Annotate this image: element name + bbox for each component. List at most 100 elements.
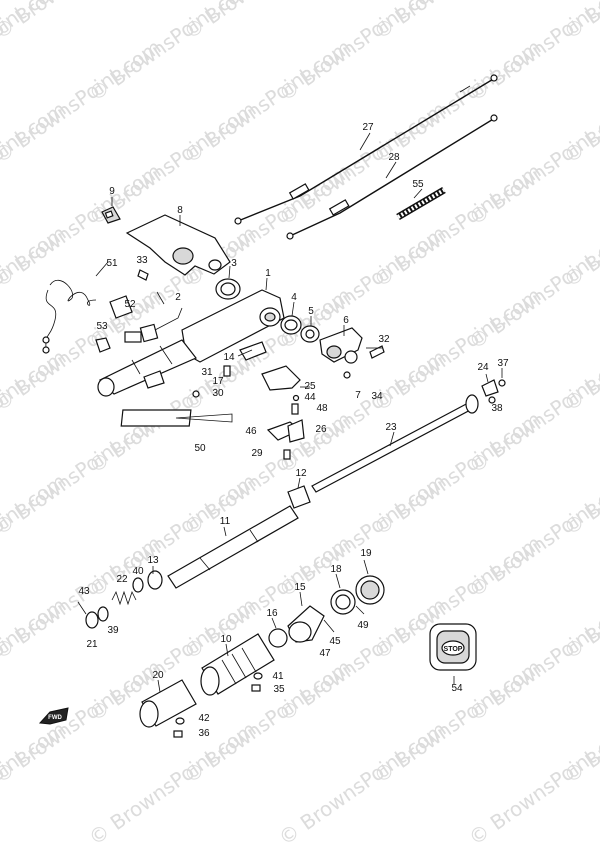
bushing-16[interactable] <box>268 628 288 648</box>
screw-36[interactable] <box>173 730 183 738</box>
callout-26: 26 <box>315 424 327 435</box>
screw-45[interactable] <box>323 619 335 633</box>
screw-30[interactable] <box>192 390 200 398</box>
callout-48: 48 <box>316 403 328 414</box>
callout-10: 10 <box>220 634 232 645</box>
nut-39[interactable] <box>97 606 109 622</box>
callout-4: 4 <box>291 292 297 303</box>
callout-12: 12 <box>295 468 307 479</box>
throttle-shaft-23[interactable] <box>311 394 479 493</box>
callout-54: 54 <box>451 683 463 694</box>
ring-4[interactable] <box>280 315 302 335</box>
screw-29[interactable] <box>283 449 291 460</box>
clamp-17[interactable] <box>143 370 165 389</box>
pin-44[interactable] <box>292 394 300 402</box>
plug-42[interactable] <box>175 717 185 725</box>
watermark-text: © BrownsPoint.com <box>0 469 70 602</box>
callout-35: 35 <box>273 684 285 695</box>
cable-27[interactable] <box>234 74 498 225</box>
bracket-14[interactable] <box>239 341 267 361</box>
callout-22: 22 <box>116 574 128 585</box>
stop-switch-body[interactable] <box>124 307 183 343</box>
callout-25: 25 <box>304 381 316 392</box>
washer-34[interactable] <box>343 371 351 379</box>
callout-28: 28 <box>388 152 400 163</box>
plate-9[interactable] <box>101 206 121 224</box>
spring-48[interactable] <box>291 403 299 415</box>
washer-40[interactable] <box>132 577 144 593</box>
callout-47: 47 <box>319 648 331 659</box>
nut-37[interactable] <box>498 379 506 387</box>
callout-52: 52 <box>124 299 136 310</box>
label-plate-50[interactable] <box>120 409 233 427</box>
grip-cap-15[interactable] <box>287 605 325 643</box>
protector-tube-55[interactable] <box>396 186 446 221</box>
callout-27: 27 <box>362 122 374 133</box>
throttle-grip-10[interactable] <box>200 633 275 696</box>
callout-14: 14 <box>223 352 235 363</box>
cam-7[interactable] <box>344 350 358 364</box>
callout-51: 51 <box>106 258 118 269</box>
watermark-text: © BrownsPoint.com <box>0 717 70 850</box>
spring-22[interactable] <box>111 590 137 606</box>
callout-40: 40 <box>132 566 144 577</box>
bushing-26[interactable] <box>287 419 305 443</box>
callout-11: 11 <box>220 516 231 527</box>
callout-44: 44 <box>304 392 316 403</box>
callout-36: 36 <box>198 728 210 739</box>
plug-41[interactable] <box>253 672 263 680</box>
callout-55: 55 <box>412 179 424 190</box>
screw-49[interactable] <box>355 605 365 615</box>
callout-31: 31 <box>201 367 213 378</box>
callout-16: 16 <box>266 608 278 619</box>
watermark-text: © BrownsPoint.com <box>0 221 70 354</box>
clip-52[interactable] <box>109 295 133 319</box>
callout-53: 53 <box>96 321 108 332</box>
callout-49: 49 <box>357 620 369 631</box>
watermark-text: © BrownsPoint.com <box>0 345 70 478</box>
collar-21[interactable] <box>85 611 99 629</box>
cam-bracket-6[interactable] <box>319 327 363 363</box>
lanyard-coil-51[interactable] <box>42 279 97 354</box>
cable-28[interactable] <box>286 114 498 240</box>
link-25[interactable] <box>261 365 301 391</box>
callout-37: 37 <box>497 358 509 369</box>
grip-end-20[interactable] <box>139 679 197 728</box>
bolt-33[interactable] <box>137 269 149 281</box>
friction-plate-18[interactable] <box>330 589 356 615</box>
callout-6: 6 <box>343 315 349 326</box>
callout-50: 50 <box>194 443 206 454</box>
bracket-8[interactable] <box>125 214 231 276</box>
pin-43[interactable] <box>77 601 87 615</box>
bracket-12[interactable] <box>287 485 311 509</box>
callout-29: 29 <box>251 448 263 459</box>
callout-39: 39 <box>107 625 119 636</box>
throttle-tube-11[interactable] <box>167 505 299 589</box>
nut-53[interactable] <box>95 337 111 353</box>
callout-23: 23 <box>385 422 397 433</box>
callout-42: 42 <box>198 713 210 724</box>
ring-gear-19[interactable] <box>355 575 385 605</box>
callout-34: 34 <box>371 391 383 402</box>
callout-21: 21 <box>86 639 98 650</box>
callout-33: 33 <box>136 255 148 266</box>
screw-31[interactable] <box>223 365 231 377</box>
pin-2[interactable] <box>156 291 165 305</box>
stop-plate-54[interactable]: STOP <box>429 623 477 671</box>
callout-32: 32 <box>378 334 390 345</box>
callout-9: 9 <box>109 186 115 197</box>
callout-20: 20 <box>152 670 164 681</box>
bracket-24[interactable] <box>481 379 499 397</box>
callout-46: 46 <box>245 426 257 437</box>
screw-35[interactable] <box>251 684 261 692</box>
callout-17: 17 <box>212 376 224 387</box>
collar-13[interactable] <box>147 570 163 590</box>
callout-15: 15 <box>294 582 306 593</box>
bushing-5[interactable] <box>300 325 320 343</box>
watermark-text: © BrownsPoint.com <box>0 97 70 230</box>
ring-3[interactable] <box>215 278 241 300</box>
washer-38[interactable] <box>488 396 496 404</box>
watermark-text: © BrownsPoint.com <box>0 593 70 726</box>
watermark-text: © BrownsPoint.com <box>274 717 450 850</box>
